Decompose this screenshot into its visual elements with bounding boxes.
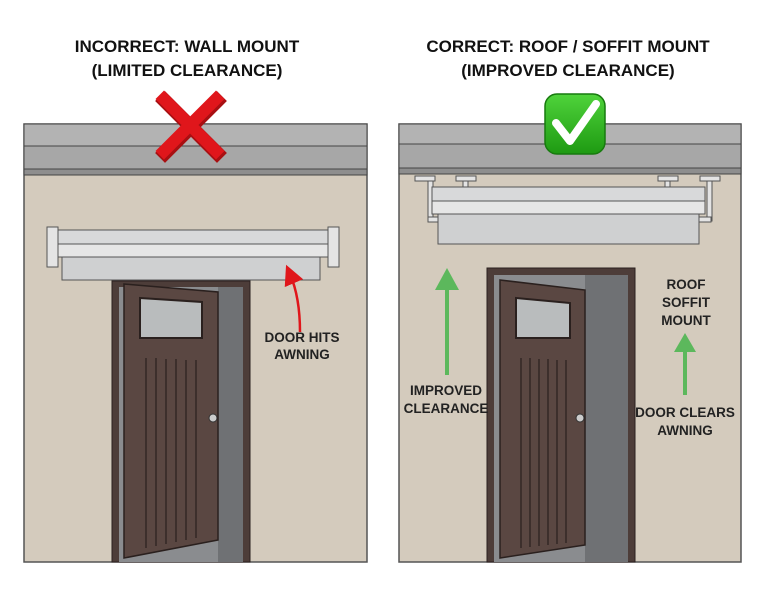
- right-title-line1: CORRECT: ROOF / SOFFIT MOUNT: [426, 37, 710, 56]
- door-clears-label-2: AWNING: [657, 423, 713, 438]
- red-x-icon: [155, 90, 227, 163]
- door-hits-label-2: AWNING: [274, 347, 330, 362]
- green-arrow-up-icon: [674, 333, 696, 395]
- door-assembly: [486, 267, 636, 563]
- roof-soffit-label-3: MOUNT: [661, 313, 711, 328]
- green-arrow-up-icon: [435, 268, 459, 375]
- roof-soffit-label-1: ROOF: [667, 277, 706, 292]
- door-assembly: [111, 280, 251, 563]
- improved-clearance-label-1: IMPROVED: [410, 383, 482, 398]
- wall-mounted-awning: [46, 226, 340, 281]
- door-clears-label-1: DOOR CLEARS: [635, 405, 735, 420]
- left-title-line2: (LIMITED CLEARANCE): [92, 61, 283, 80]
- door-window: [139, 296, 203, 339]
- door-knob: [575, 413, 585, 423]
- red-arrow-icon: [284, 264, 304, 333]
- door-hits-label-1: DOOR HITS: [264, 330, 339, 345]
- door-knob: [208, 413, 218, 423]
- correct-panel: IMPROVED CLEARANCE ROOF SOFFIT MOUNT DOO…: [398, 123, 742, 563]
- door-window: [515, 296, 571, 339]
- soffit-mounted-awning: [414, 175, 721, 245]
- improved-clearance-label-2: CLEARANCE: [404, 401, 489, 416]
- green-check-icon: [544, 93, 606, 155]
- roof-soffit-label-2: SOFFIT: [662, 295, 711, 310]
- incorrect-panel: DOOR HITS AWNING: [23, 123, 368, 563]
- open-door: [123, 283, 219, 559]
- right-title-line2: (IMPROVED CLEARANCE): [461, 61, 674, 80]
- left-title-line1: INCORRECT: WALL MOUNT: [75, 37, 300, 56]
